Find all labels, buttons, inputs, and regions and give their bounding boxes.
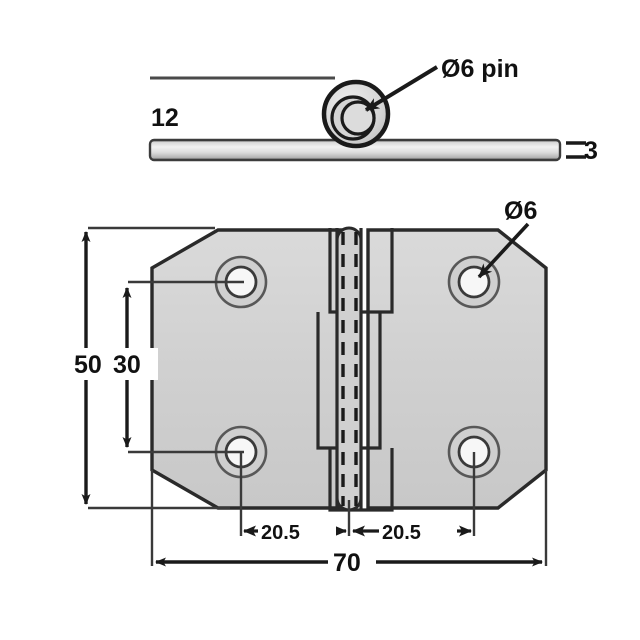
dim-label-20-5-right-backdrop bbox=[379, 515, 457, 545]
dimension-height-30: 30 bbox=[112, 287, 158, 448]
dim-label-70-backdrop bbox=[328, 545, 376, 577]
front-plan-view: Ø6 50 30 bbox=[72, 197, 548, 577]
dim-label-12: 12 bbox=[151, 104, 179, 132]
dim-label-50: 50 bbox=[74, 351, 102, 379]
dimension-width-70: 70 bbox=[155, 545, 543, 577]
dimension-height-50: 50 bbox=[72, 231, 118, 505]
dim-label-20-5-left-backdrop bbox=[258, 515, 336, 545]
dim-label-3: 3 bbox=[584, 137, 598, 165]
pin-leader-arrow-icon bbox=[364, 65, 439, 112]
dim-label-30: 30 bbox=[113, 351, 141, 379]
side-view-thickness-dimension: 3 bbox=[566, 137, 598, 165]
side-view-knuckle bbox=[321, 79, 391, 149]
dim-label-20-5-left: 20.5 bbox=[261, 522, 300, 544]
dim-label-30-backdrop bbox=[112, 348, 158, 380]
label-pin-diameter: Ø6 pin bbox=[441, 55, 519, 83]
dim-label-50-backdrop bbox=[72, 348, 118, 380]
dim-label-20-5-right: 20.5 bbox=[382, 522, 421, 544]
hole-diameter-leader-arrow-icon bbox=[477, 222, 530, 279]
dimension-width-20-5-left: 20.5 bbox=[243, 515, 347, 545]
side-elevation-view: 12 Ø6 pin 3 bbox=[148, 55, 598, 165]
dimension-width-20-5-right: 20.5 bbox=[352, 515, 472, 545]
dim-label-70: 70 bbox=[333, 549, 361, 577]
label-hole-diameter: Ø6 bbox=[504, 197, 537, 225]
knuckle-barrel bbox=[335, 226, 363, 512]
